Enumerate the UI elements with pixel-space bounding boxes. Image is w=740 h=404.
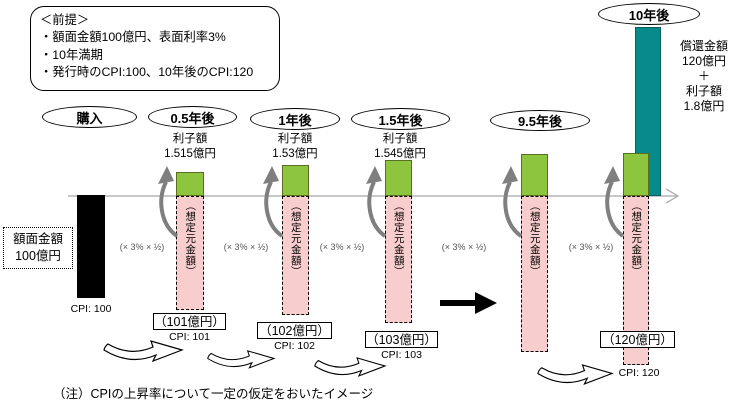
compound-arrow-icon (263, 166, 284, 238)
principal-label: （想定元金額） (392, 200, 405, 277)
interest-title: 利子額 (172, 133, 208, 145)
redemption-text: 償還金額 120億円 ＋ 利子額 1.8億円 (668, 39, 740, 114)
rate-note: (× 3% × ½) (441, 242, 487, 252)
progress-arrow-icon (207, 350, 276, 369)
interest-bar-10y (623, 153, 649, 196)
interest-title: 利子額 (277, 133, 313, 145)
stage-label: 0.5年後 (170, 110, 215, 126)
redemption-line: 利子額 (685, 84, 722, 98)
rate-note: (× 3% × ½) (223, 242, 269, 252)
interest-label-1y: 利子額 1.53億円 (260, 132, 330, 162)
interest-value: 1.515億円 (164, 148, 216, 161)
cpi-label-103: CPI: 103 (381, 349, 422, 361)
compound-arrow-icon (158, 166, 179, 238)
stage-ellipse-9-5y: 9.5年後 (490, 110, 590, 131)
premise-line: ・額面金額100億円、表面利率3% (40, 30, 226, 45)
principal-bar-0-5y: （想定元金額） (176, 196, 204, 310)
face-value-amount: 100億円 (15, 248, 61, 263)
stage-label: 購入 (76, 110, 103, 126)
stage-label: 1年後 (278, 112, 312, 128)
principal-bar-9-5y: （想定元金額） (521, 196, 548, 352)
principal-label: （想定元金額） (184, 200, 197, 277)
transition-arrow-icon (440, 292, 497, 314)
rate-note: (× 3% × ½) (319, 242, 365, 252)
principal-label: （想定元金額） (630, 200, 643, 277)
principal-label: （想定元金額） (528, 200, 541, 277)
interest-bar-0-5y (176, 172, 204, 196)
progress-arrow-icon (537, 364, 614, 386)
compound-arrow-icon (366, 166, 387, 238)
principal-label: （想定元金額） (289, 200, 302, 277)
premise-title: ＜前提＞ (40, 13, 90, 27)
cpi-label-101: CPI: 101 (169, 331, 210, 343)
stage-ellipse-1-5y: 1.5年後 (351, 108, 450, 130)
stage-ellipse-10y: 10年後 (598, 3, 700, 25)
compound-arrow-icon (502, 166, 523, 238)
face-value-bar (77, 195, 105, 298)
premise-line: ・10年満期 (40, 47, 103, 62)
interest-bar-1-5y (385, 160, 412, 196)
interest-value: 1.53億円 (272, 148, 318, 161)
interest-label-1-5y: 利子額 1.545億円 (363, 132, 437, 162)
interest-title: 利子額 (382, 133, 418, 145)
interest-bar-9-5y (521, 154, 548, 196)
interest-label-0-5y: 利子額 1.515億円 (155, 132, 225, 162)
principal-bar-1y: （想定元金額） (282, 196, 309, 315)
rate-note: (× 3% × ½) (568, 242, 614, 252)
cpi-label-102: CPI: 102 (274, 340, 315, 352)
compound-arrow-icon (604, 166, 625, 238)
rate-note: (× 3% × ½) (119, 242, 165, 252)
interest-bar-1y (282, 165, 309, 196)
progress-arrow-icon (103, 340, 184, 363)
redemption-line: 償還金額 (679, 39, 728, 53)
amount-box-103: （103億円） (365, 331, 438, 348)
amount-box-101: （101億円） (153, 313, 226, 330)
stage-label: 9.5年後 (517, 114, 563, 129)
interest-value: 1.545億円 (374, 148, 426, 161)
stage-ellipse-0-5y: 0.5年後 (148, 106, 237, 128)
stage-ellipse-purchase: 購入 (42, 106, 137, 128)
redemption-line: 1.8億円 (683, 99, 725, 113)
cpi-label-120: CPI: 120 (618, 367, 660, 379)
cpi-label-100: CPI: 100 (70, 303, 112, 315)
redemption-line: ＋ (697, 69, 710, 83)
stage-label: 1.5年後 (378, 112, 423, 128)
amount-box-120: （120億円） (600, 331, 675, 348)
premise-box: ＜前提＞ ・額面金額100億円、表面利率3% ・10年満期 ・発行時のCPI:1… (30, 6, 280, 91)
face-value-box: 額面金額 100億円 (3, 227, 73, 269)
footnote: （注）CPIの上昇率について一定の仮定をおいたイメージ (53, 387, 374, 401)
redemption-line: 120億円 (681, 54, 727, 68)
principal-bar-1-5y: （想定元金額） (385, 196, 412, 323)
face-value-label: 額面金額 (12, 232, 63, 246)
time-axis-arrowhead-icon (665, 188, 680, 204)
amount-box-102: （102億円） (257, 322, 332, 339)
stage-ellipse-1y: 1年後 (250, 108, 340, 130)
premise-line: ・発行時のCPI:100、10年後のCPI:120 (40, 65, 254, 80)
stage-label: 10年後 (628, 7, 670, 23)
